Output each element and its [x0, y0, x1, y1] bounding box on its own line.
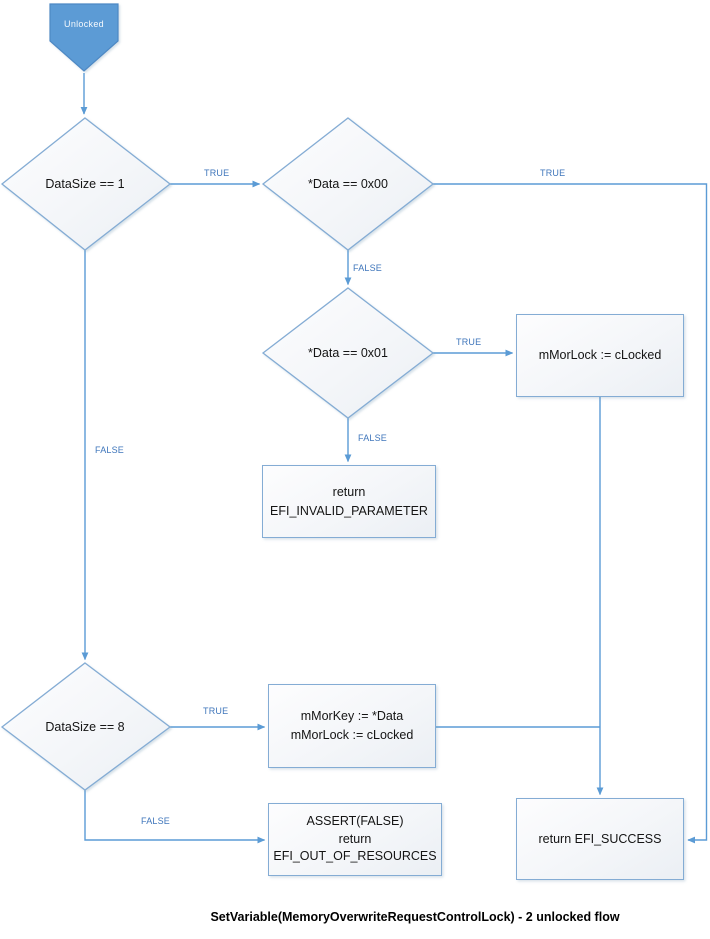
terminal-success-line: return EFI_SUCCESS — [538, 831, 662, 846]
terminal-invalid-line2: EFI_INVALID_PARAMETER — [270, 503, 428, 518]
process-box-mmorlock-line: mMorLock := cLocked — [538, 348, 662, 363]
start-shape-unlocked — [49, 3, 119, 72]
diagram-title: SetVariable(MemoryOverwriteRequestContro… — [210, 910, 620, 924]
terminal-oor-line1: ASSERT(FALSE) — [306, 814, 404, 829]
decision-shape-data-0x00 — [261, 117, 435, 251]
terminal-invalid-line1: return — [332, 484, 366, 499]
terminal-box-success: return EFI_SUCCESS — [516, 798, 684, 880]
connector-datasize8-false — [84, 790, 266, 844]
decision-shape-data-0x01 — [261, 287, 435, 419]
process-mmorkey-line2: mMorLock := cLocked — [290, 728, 414, 742]
process-mmorkey-line1: mMorKey := *Data — [300, 709, 404, 724]
process-box-mmorkey: mMorKey := *Data mMorLock := cLocked — [268, 684, 436, 768]
decision-shape-datasize-1 — [0, 117, 172, 251]
connector-data0x00-true-to-success — [433, 183, 708, 844]
decision-shape-datasize-8 — [0, 662, 172, 791]
process-box-mmorlock: mMorLock := cLocked — [516, 314, 684, 397]
terminal-box-invalid-parameter: return EFI_INVALID_PARAMETER — [262, 465, 436, 538]
terminal-oor-line2: return — [338, 831, 372, 846]
terminal-box-out-of-resources: ASSERT(FALSE) return EFI_OUT_OF_RESOURCE… — [268, 803, 442, 876]
terminal-oor-line3: EFI_OUT_OF_RESOURCES — [273, 849, 437, 864]
